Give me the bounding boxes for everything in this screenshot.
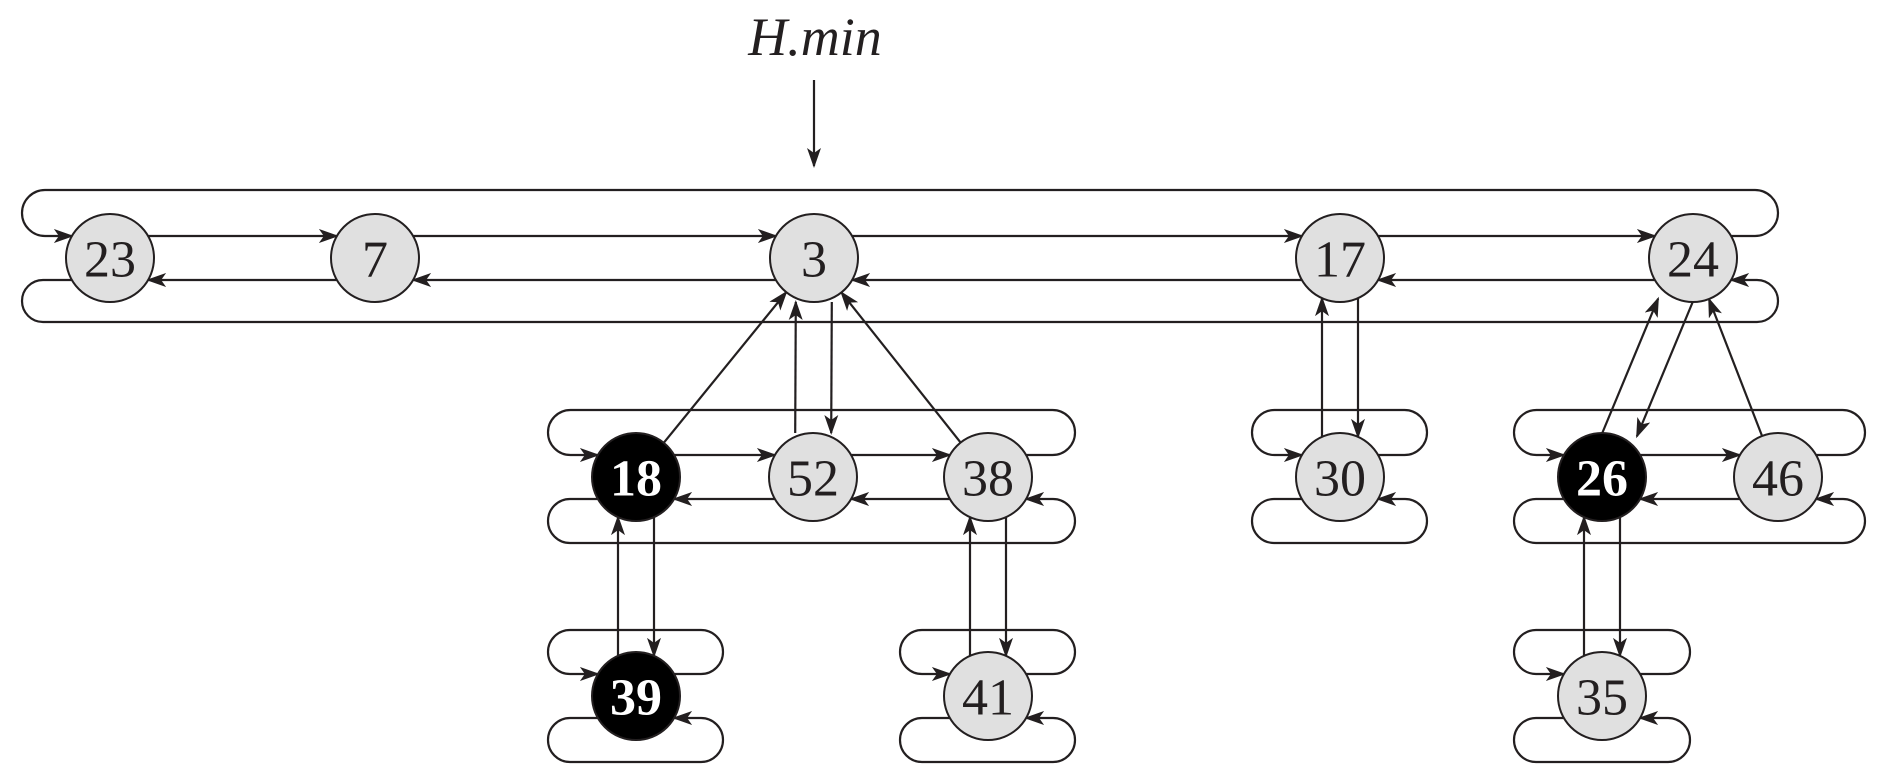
node-circle: [769, 213, 859, 303]
parent-pointer-link: [662, 290, 788, 444]
node-circle: [943, 651, 1033, 741]
node-key-label: 7: [362, 232, 388, 289]
heap-node-26: 26: [1557, 432, 1647, 522]
node-circle: [1733, 432, 1823, 522]
node-key-label: 52: [787, 451, 839, 508]
heap-node-35: 35: [1557, 651, 1647, 741]
node-key-label: 46: [1752, 451, 1804, 508]
wrap-right-link: [1512, 408, 1867, 462]
node-key-label: 18: [610, 451, 662, 508]
wrap-left-link: [546, 711, 725, 764]
node-circle: [1295, 213, 1385, 303]
wrap-left-link: [898, 711, 1077, 764]
heap-node-30: 30: [1295, 432, 1385, 522]
node-circle: [65, 213, 155, 303]
heap-node-18: 18: [591, 432, 681, 522]
wrap-right-link: [1512, 628, 1692, 681]
heap-node-3: 3: [769, 213, 859, 303]
links-layer: [20, 80, 1867, 764]
heap-node-7: 7: [330, 213, 420, 303]
node-circle: [330, 213, 420, 303]
wrap-left-link: [1512, 492, 1867, 545]
wrap-right-link: [1250, 408, 1429, 462]
node-circle: [1557, 651, 1647, 741]
heap-node-17: 17: [1295, 213, 1385, 303]
heap-node-52: 52: [768, 432, 858, 522]
node-key-label: 30: [1314, 451, 1366, 508]
heap-node-39: 39: [591, 651, 681, 741]
wrap-right-link: [546, 628, 725, 681]
node-key-label: 23: [84, 232, 136, 289]
node-circle: [1648, 213, 1738, 303]
heap-node-38: 38: [943, 432, 1033, 522]
wrap-left-link: [546, 492, 1077, 545]
node-key-label: 26: [1576, 451, 1628, 508]
marked-node-circle: [591, 651, 681, 741]
heap-node-24: 24: [1648, 213, 1738, 303]
node-key-label: 17: [1314, 232, 1366, 289]
wrap-left-link: [20, 273, 1780, 324]
node-key-label: 38: [962, 451, 1014, 508]
min-pointer-label: H.min: [747, 7, 882, 67]
child-pointer-link: [824, 301, 839, 435]
wrap-right-link: [898, 628, 1077, 681]
node-key-label: 41: [962, 670, 1014, 727]
node-circle: [768, 432, 858, 522]
marked-node-circle: [1557, 432, 1647, 522]
wrap-left-link: [1512, 711, 1692, 764]
wrap-left-link: [1250, 492, 1429, 545]
parent-pointer-link: [788, 300, 803, 434]
node-key-label: 35: [1576, 670, 1628, 727]
heap-node-23: 23: [65, 213, 155, 303]
node-circle: [943, 432, 1033, 522]
nodes-layer: 23 7 3 17 24 18 52 38 30 26 46 39 41 35: [65, 213, 1823, 741]
node-key-label: 24: [1667, 232, 1719, 289]
node-circle: [1295, 432, 1385, 522]
parent-pointer-link: [1707, 297, 1764, 437]
parent-pointer-link: [1599, 296, 1660, 437]
heap-node-46: 46: [1733, 432, 1823, 522]
node-key-label: 39: [610, 670, 662, 727]
node-key-label: 3: [801, 232, 827, 289]
wrap-right-link: [546, 408, 1077, 462]
parent-pointer-link: [840, 290, 962, 444]
heap-node-41: 41: [943, 651, 1033, 741]
wrap-right-link: [20, 188, 1780, 243]
marked-node-circle: [591, 432, 681, 522]
child-pointer-link: [1635, 298, 1696, 439]
